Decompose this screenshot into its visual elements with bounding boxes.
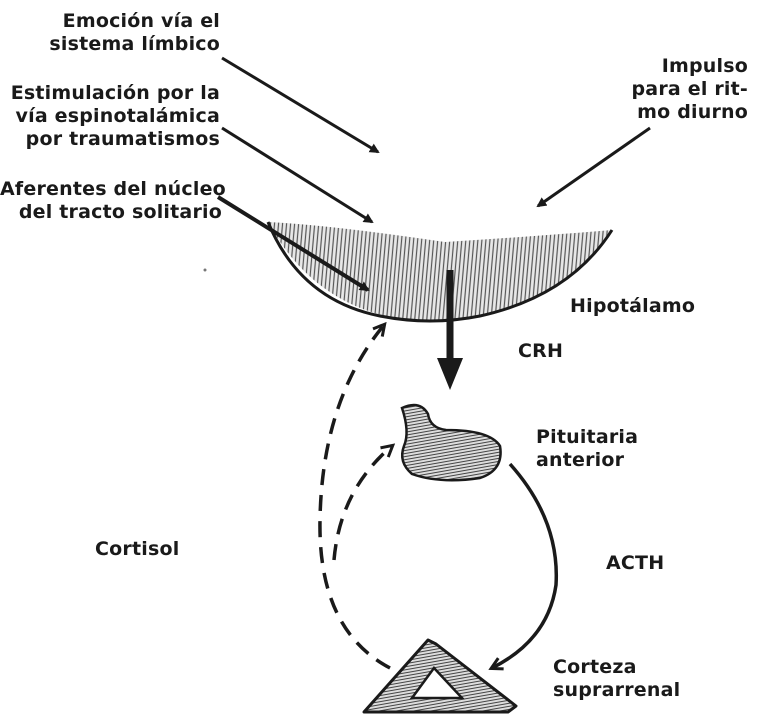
diurnal-line-2: para el rit-	[620, 78, 748, 101]
spinothalamic-line-2: vía espinotalámica	[0, 105, 220, 128]
solitary-label: Aferentes del núcleo del tracto solitari…	[0, 178, 222, 224]
pituitary-line-2: anterior	[536, 449, 638, 472]
emotion-label: Emoción vía el sistema límbico	[40, 10, 220, 56]
hypothalamus-shape	[268, 222, 612, 322]
spinothalamic-arrow	[222, 128, 372, 222]
hypothalamus-label: Hipotálamo	[570, 295, 695, 318]
speck	[204, 269, 207, 272]
emotion-arrow	[222, 58, 378, 152]
emotion-line-2: sistema límbico	[40, 33, 220, 56]
acth-label: ACTH	[606, 552, 664, 575]
adrenal-label: Corteza suprarrenal	[553, 656, 680, 702]
pituitary-shape	[402, 405, 501, 480]
cortisol-label: Cortisol	[95, 538, 179, 561]
spinothalamic-line-1: Estimulación por la	[0, 82, 220, 105]
crh-arrow-head	[437, 358, 463, 390]
diurnal-line-3: mo diurno	[620, 101, 748, 124]
spinothalamic-label: Estimulación por la vía espinotalámica p…	[0, 82, 220, 151]
spinothalamic-line-3: por traumatismos	[0, 128, 220, 151]
cortisol-feedback-pituitary-arrow	[334, 446, 392, 560]
diurnal-line-1: Impulso	[620, 55, 748, 78]
crh-label: CRH	[518, 340, 563, 363]
diurnal-label: Impulso para el rit- mo diurno	[620, 55, 748, 124]
solitary-line-1: Aferentes del núcleo	[0, 178, 222, 201]
solitary-line-2: del tracto solitario	[0, 201, 222, 224]
pituitary-line-1: Pituitaria	[536, 426, 638, 449]
adrenal-line-1: Corteza	[553, 656, 680, 679]
acth-arrow	[492, 464, 556, 668]
adrenal-line-2: suprarrenal	[553, 679, 680, 702]
emotion-line-1: Emoción vía el	[40, 10, 220, 33]
cortisol-feedback-hypothalamus-arrow	[320, 325, 390, 668]
pituitary-label: Pituitaria anterior	[536, 426, 638, 472]
diurnal-arrow	[538, 128, 650, 206]
